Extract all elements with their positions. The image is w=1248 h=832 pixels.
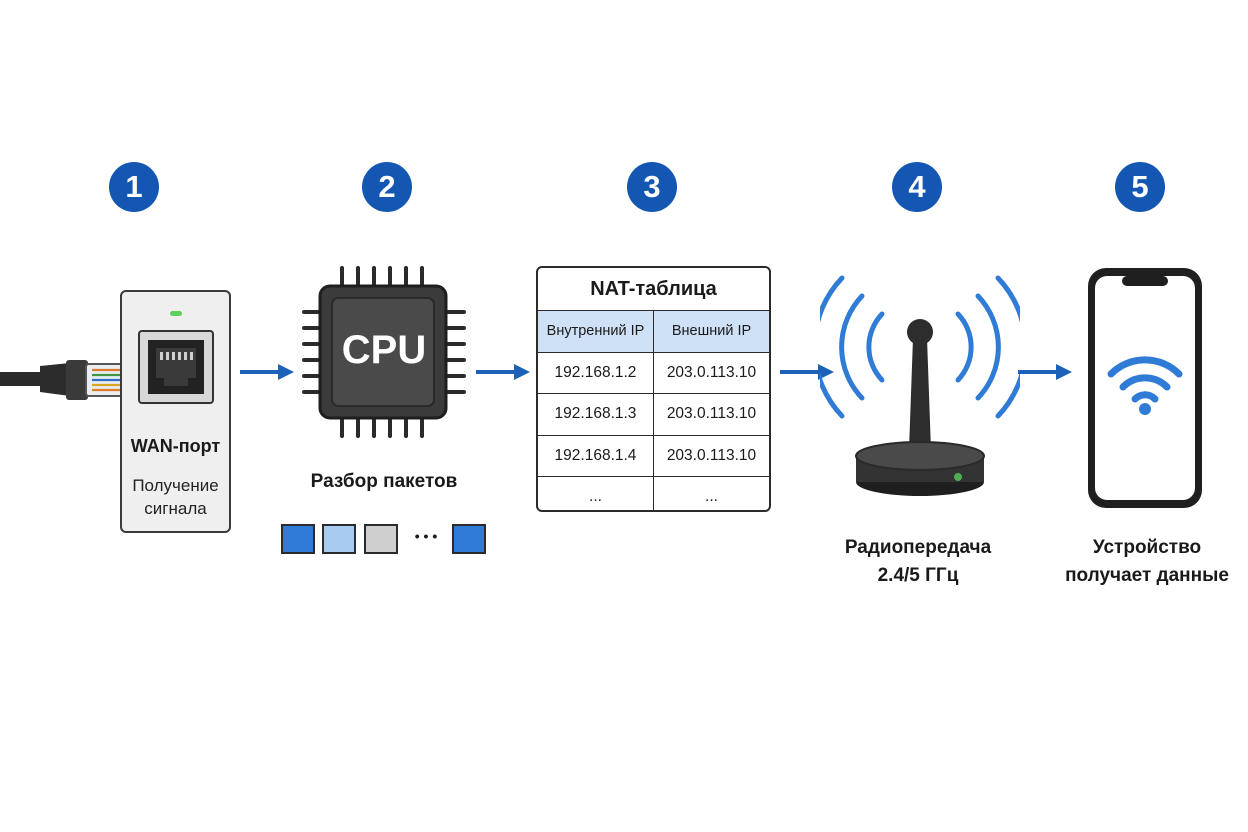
cpu-chip-icon [302, 266, 466, 438]
step-2-badge: 2 [362, 162, 412, 212]
internal-ip-cell: 192.168.1.2 [554, 363, 637, 381]
table-row: 192.168.1.2 203.0.113.10 [538, 352, 769, 394]
step-5-label: Устройство получает данные [1065, 537, 1229, 586]
table-row: ... ... [538, 477, 769, 510]
nat-table-title: NAT-таблица [538, 268, 769, 311]
external-ip-cell: 203.0.113.10 [653, 352, 769, 393]
external-ip-cell: ... [653, 477, 769, 510]
wan-port-title: WAN-порт [130, 436, 221, 456]
arrow-right-icon [1018, 364, 1072, 380]
internal-ip-cell: 192.168.1.3 [554, 405, 637, 423]
table-row: 192.168.1.4 203.0.113.10 [538, 435, 769, 477]
internal-ip-cell: 192.168.1.4 [554, 446, 637, 464]
step-4-label: Радиопередача 2.4/5 ГГц [844, 537, 992, 586]
packet-block [452, 524, 486, 554]
nat-table: NAT-таблица Внутренний IP Внешний IP 192… [536, 266, 771, 512]
smartphone-icon [1088, 268, 1202, 508]
wifi-router-icon [820, 275, 1020, 496]
cpu-label: CPU [341, 328, 427, 372]
packet-block [322, 524, 356, 554]
nat-table-header: Внутренний IP Внешний IP [538, 311, 769, 353]
packet-block [281, 524, 315, 554]
column-header: Внешний IP [653, 311, 769, 352]
step-1-badge: 1 [109, 162, 159, 212]
wan-port-card [120, 290, 231, 533]
wan-port-subtitle: Получение сигнала [132, 476, 219, 518]
external-ip-cell: 203.0.113.10 [653, 435, 769, 476]
rj45-port-icon [138, 330, 214, 404]
external-ip-cell: 203.0.113.10 [653, 394, 769, 435]
step-2-label: Разбор пакетов [310, 471, 458, 492]
table-row: 192.168.1.3 203.0.113.10 [538, 394, 769, 436]
packet-block [364, 524, 398, 554]
internal-ip-cell: ... [589, 488, 602, 506]
step-3-badge: 3 [627, 162, 677, 212]
arrow-right-icon [780, 364, 834, 380]
packet-ellipsis: • • • [414, 528, 438, 544]
status-led-icon [170, 311, 182, 316]
step-5-badge: 5 [1115, 162, 1165, 212]
arrow-right-icon [476, 364, 530, 380]
step-4-badge: 4 [892, 162, 942, 212]
column-header: Внутренний IP [546, 323, 645, 340]
arrow-right-icon [240, 364, 294, 380]
